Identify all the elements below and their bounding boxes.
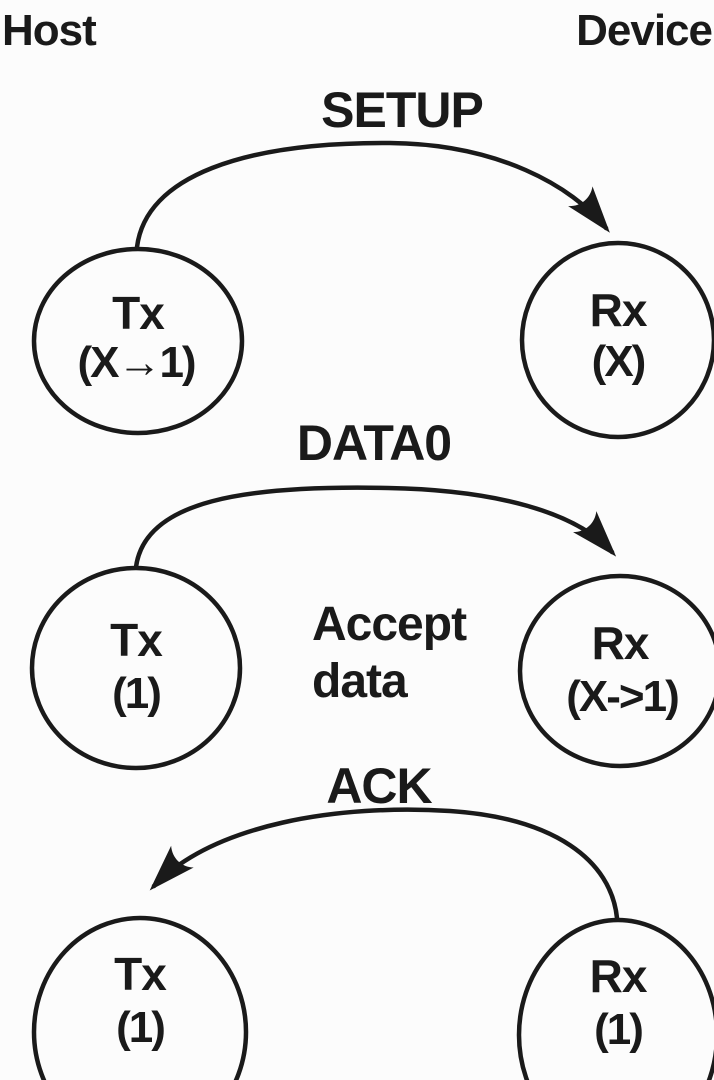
setup-host-tx-state: (X→1) bbox=[77, 338, 194, 387]
device-label: Device bbox=[576, 6, 712, 55]
setup-arrow bbox=[134, 140, 610, 250]
ack-device-rx-node bbox=[516, 917, 714, 1080]
data0-arrow bbox=[133, 485, 617, 570]
ack-device-rx-state: (1) bbox=[594, 1005, 642, 1054]
ack-host-tx-state: (1) bbox=[116, 1003, 164, 1052]
data0-host-tx-label: Tx bbox=[110, 614, 163, 666]
data0-device-rx-state: (X->1) bbox=[566, 672, 678, 721]
setup-device-rx-label: Rx bbox=[590, 284, 648, 336]
setup-packet-label: SETUP bbox=[321, 82, 483, 138]
ack-arrow bbox=[149, 807, 620, 921]
ack-host-tx-label: Tx bbox=[114, 948, 167, 1000]
host-label: Host bbox=[2, 6, 97, 55]
setup-host-tx-label: Tx bbox=[112, 287, 165, 339]
accept-data-note-line2: data bbox=[312, 655, 408, 708]
data0-packet-label: DATA0 bbox=[297, 415, 451, 471]
accept-data-note-line1: Accept bbox=[312, 598, 467, 651]
data0-device-rx-node bbox=[517, 573, 714, 769]
data0-device-rx-label: Rx bbox=[592, 617, 650, 669]
setup-host-tx-node bbox=[31, 246, 245, 436]
ack-packet-label: ACK bbox=[326, 758, 432, 814]
ack-host-tx-node bbox=[31, 915, 249, 1080]
setup-device-rx-state: (X) bbox=[592, 337, 645, 386]
setup-device-rx-node bbox=[519, 240, 714, 440]
data0-host-tx-node bbox=[29, 565, 243, 771]
ack-device-rx-label: Rx bbox=[590, 950, 648, 1002]
data0-host-tx-state: (1) bbox=[112, 669, 160, 718]
